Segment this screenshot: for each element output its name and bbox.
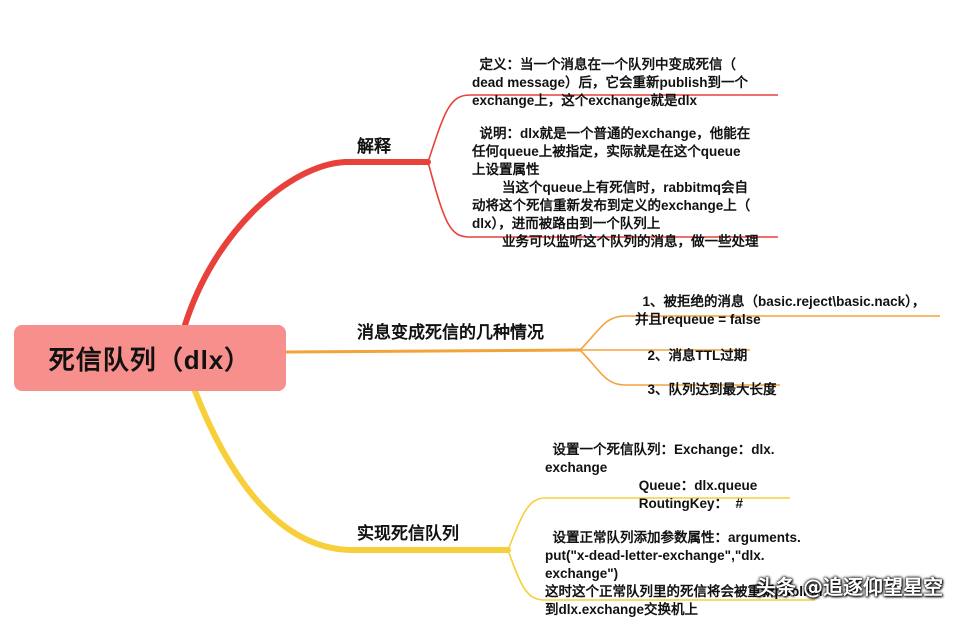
connector-explain-description: [427, 161, 778, 238]
leaf-description[interactable]: 说明：dlx就是一个普通的exchange，他能在 任何queue上被指定，实际…: [472, 107, 759, 251]
connector-root-cases: [285, 348, 581, 354]
branch-explain[interactable]: 解释: [357, 132, 391, 157]
branch-explain-label: 解释: [357, 137, 391, 156]
leaf-case-ttl-text: 2、消息TTL过期: [647, 348, 748, 363]
connector-explain-definition: [427, 94, 778, 163]
root-label: 死信队列（dlx）: [48, 344, 252, 375]
leaf-case-length[interactable]: 3、队列达到最大长度: [640, 363, 777, 399]
connector-cases-reject: [579, 315, 940, 351]
branch-impl[interactable]: 实现死信队列: [357, 519, 459, 544]
connector-impl-setnormal: [507, 549, 815, 601]
leaf-case-ttl[interactable]: 2、消息TTL过期: [640, 329, 748, 365]
leaf-definition-text: 定义：当一个消息在一个队列中变成死信（ dead message）后，它会重新p…: [472, 57, 749, 108]
root-node[interactable]: 死信队列（dlx）: [14, 325, 286, 391]
branch-cases-label: 消息变成死信的几种情况: [357, 323, 544, 342]
leaf-case-length-text: 3、队列达到最大长度: [647, 382, 777, 397]
connector-cases-length: [579, 349, 780, 386]
leaf-case-reject[interactable]: 1、被拒绝的消息（basic.reject\basic.nack）， 并且req…: [635, 275, 925, 329]
branch-impl-label: 实现死信队列: [357, 524, 459, 543]
leaf-impl-setdlx[interactable]: 设置一个死信队列：Exchange：dlx. exchange Queue：dl…: [545, 423, 775, 513]
leaf-case-reject-text: 1、被拒绝的消息（basic.reject\basic.nack）， 并且req…: [635, 294, 926, 327]
leaf-impl-setdlx-text: 设置一个死信队列：Exchange：dlx. exchange Queue：dl…: [545, 442, 775, 511]
leaf-definition[interactable]: 定义：当一个消息在一个队列中变成死信（ dead message）后，它会重新p…: [472, 38, 748, 110]
branch-cases[interactable]: 消息变成死信的几种情况: [357, 318, 544, 343]
leaf-description-text: 说明：dlx就是一个普通的exchange，他能在 任何queue上被指定，实际…: [472, 126, 759, 249]
connector-root-impl: [192, 388, 511, 553]
connector-root-explain: [182, 159, 431, 328]
leaf-impl-setnormal-text: 设置正常队列添加参数属性：arguments. put("x-dead-lett…: [545, 530, 823, 617]
watermark: 头条 @追逐仰望星空: [756, 575, 943, 599]
connector-impl-setdlx: [507, 497, 790, 551]
leaf-impl-setnormal[interactable]: 设置正常队列添加参数属性：arguments. put("x-dead-lett…: [545, 511, 823, 619]
